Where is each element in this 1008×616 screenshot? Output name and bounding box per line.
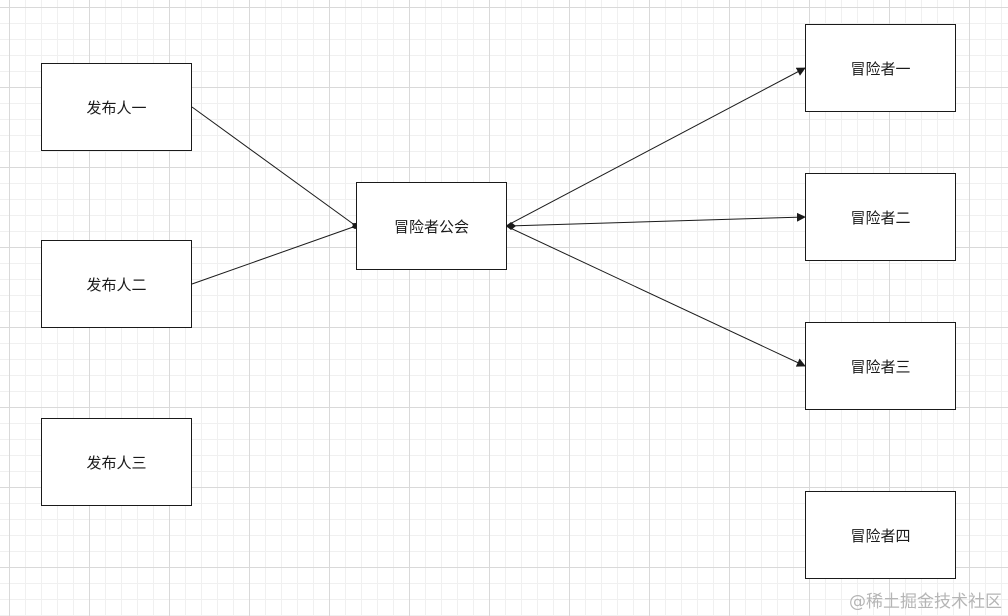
- node-guild[interactable]: 冒险者公会: [356, 182, 507, 270]
- node-adventurer-2[interactable]: 冒险者二: [805, 173, 956, 261]
- node-publisher-3-label: 发布人三: [86, 453, 147, 472]
- edge-guild-to-adventurer-3[interactable]: [505, 225, 806, 367]
- edge-publisher-1-to-guild[interactable]: [191, 106, 361, 229]
- node-publisher-2[interactable]: 发布人二: [41, 240, 192, 328]
- node-adventurer-2-label: 冒险者二: [850, 208, 911, 227]
- watermark: @稀土掘金技术社区: [849, 592, 1002, 612]
- node-guild-label: 冒险者公会: [393, 217, 469, 236]
- node-adventurer-1-label: 冒险者一: [850, 59, 911, 78]
- guild-source-diamond: [506, 222, 516, 230]
- node-publisher-1-label: 发布人一: [86, 98, 147, 117]
- node-adventurer-3-label: 冒险者三: [850, 357, 911, 376]
- edge-guild-to-adventurer-1[interactable]: [505, 67, 806, 227]
- node-adventurer-4-label: 冒险者四: [850, 526, 911, 545]
- node-adventurer-3[interactable]: 冒险者三: [805, 322, 956, 410]
- node-publisher-1[interactable]: 发布人一: [41, 63, 192, 151]
- node-publisher-2-label: 发布人二: [86, 275, 147, 294]
- node-adventurer-4[interactable]: 冒险者四: [805, 491, 956, 579]
- edge-guild-to-adventurer-2[interactable]: [505, 212, 806, 227]
- node-adventurer-1[interactable]: 冒险者一: [805, 24, 956, 112]
- node-publisher-3[interactable]: 发布人三: [41, 418, 192, 506]
- edge-publisher-2-to-guild[interactable]: [191, 222, 361, 285]
